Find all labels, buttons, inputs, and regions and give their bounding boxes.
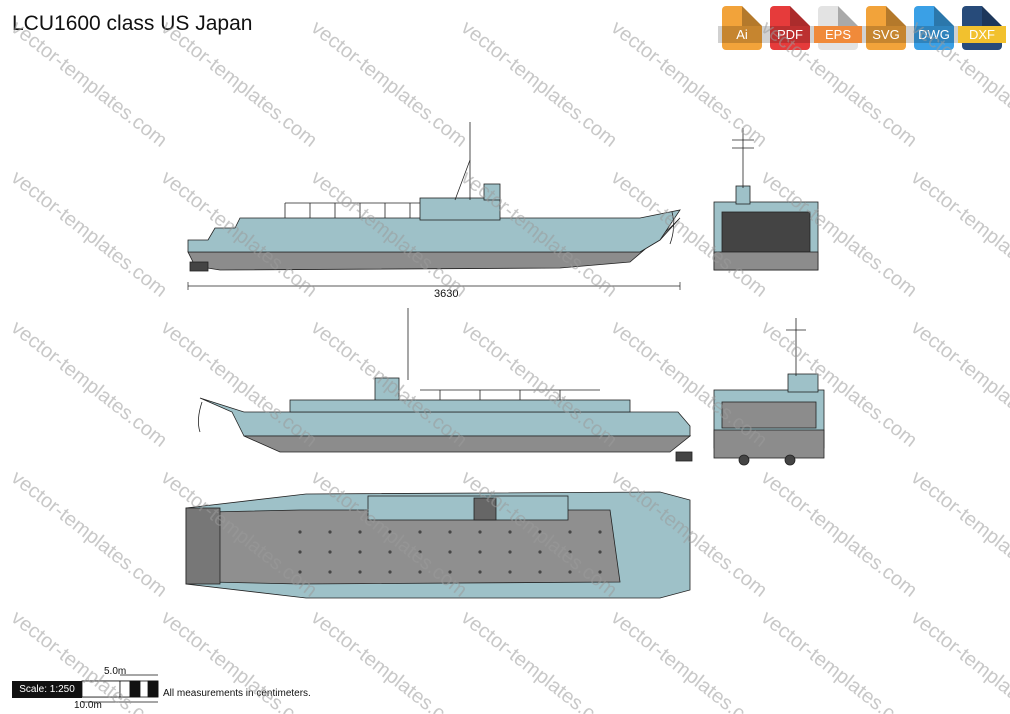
format-label: Ai bbox=[718, 26, 766, 43]
ramp-chain bbox=[198, 401, 203, 433]
format-label: EPS bbox=[814, 26, 862, 43]
propeller bbox=[675, 451, 693, 462]
scale-label: Scale: 1:250 bbox=[12, 681, 82, 698]
file-fold-icon bbox=[982, 6, 1002, 26]
format-buttons: Ai PDF EPS SVG DWG DXF bbox=[718, 6, 1006, 50]
deckhouse-top bbox=[367, 495, 569, 521]
scale-full-label: 10.0m bbox=[74, 700, 102, 711]
cargo-deck bbox=[209, 509, 621, 585]
ramp-chain bbox=[669, 211, 674, 245]
file-fold-icon bbox=[886, 6, 906, 26]
side-view-port bbox=[198, 308, 693, 462]
dwg-format-button[interactable]: DWG bbox=[910, 6, 958, 50]
front-view bbox=[713, 128, 819, 271]
bow-ramp bbox=[185, 507, 221, 585]
scale-half-label: 5.0m bbox=[104, 666, 127, 677]
format-label: PDF bbox=[766, 26, 814, 43]
length-dimension bbox=[187, 282, 681, 290]
format-label: DWG bbox=[910, 26, 958, 43]
hull-upper bbox=[187, 209, 681, 253]
deck-tiedowns bbox=[298, 530, 602, 574]
format-label: SVG bbox=[862, 26, 910, 43]
file-fold-icon bbox=[838, 6, 858, 26]
top-view bbox=[185, 491, 691, 599]
ai-format-button[interactable]: Ai bbox=[718, 6, 766, 50]
deckhouse bbox=[289, 399, 631, 413]
bridge-top bbox=[473, 497, 497, 521]
file-fold-icon bbox=[934, 6, 954, 26]
railing bbox=[284, 202, 420, 218]
eps-format-button[interactable]: EPS bbox=[814, 6, 862, 50]
file-fold-icon bbox=[742, 6, 762, 26]
side-view-starboard bbox=[187, 122, 681, 272]
page-title: LCU1600 class US Japan bbox=[12, 12, 253, 35]
deckhouse bbox=[419, 197, 501, 221]
file-fold-icon bbox=[790, 6, 810, 26]
bridge bbox=[483, 183, 501, 201]
measurement-note: All measurements in centimeters. bbox=[163, 688, 311, 699]
scale-bar bbox=[81, 674, 159, 703]
svg-format-button[interactable]: SVG bbox=[862, 6, 910, 50]
pdf-format-button[interactable]: PDF bbox=[766, 6, 814, 50]
hull-lower bbox=[243, 435, 692, 453]
propeller bbox=[189, 261, 209, 272]
dxf-format-button[interactable]: DXF bbox=[958, 6, 1006, 50]
mast-stay bbox=[454, 159, 471, 201]
format-label: DXF bbox=[958, 26, 1006, 43]
railing bbox=[420, 389, 600, 400]
length-dimension-label: 3630 bbox=[434, 288, 458, 300]
rear-view bbox=[713, 318, 825, 466]
